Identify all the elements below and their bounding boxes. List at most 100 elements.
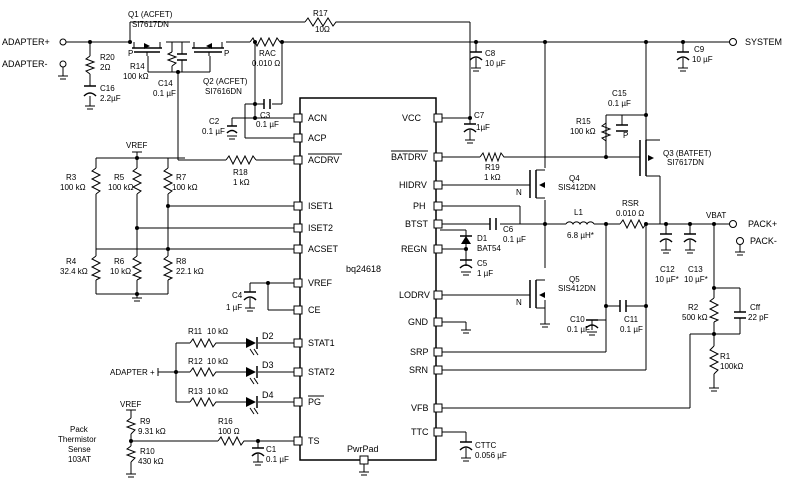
q5-mosfet: N <box>516 279 545 309</box>
pack-minus-port[interactable]: PACK- <box>735 236 777 256</box>
q2-p-letter: P <box>224 49 229 58</box>
label-c16-value: 2.2µF <box>100 94 121 103</box>
label-c13-value: 10 µF* <box>684 275 708 284</box>
label-c3: C3 <box>260 111 271 120</box>
d3-led <box>246 366 259 385</box>
ground-symbols <box>85 67 719 478</box>
label-r16: R16 <box>218 417 233 426</box>
bq24618-chip: bq24618 ACN ACP ACDRV ISET1 ISET2 ACSET … <box>293 97 443 465</box>
label-r15: R15 <box>576 117 591 126</box>
wires <box>66 21 741 474</box>
pin-vref: VREF <box>308 278 333 288</box>
label-c14: C14 <box>158 79 173 88</box>
label-c4-value: 1 µF <box>226 303 242 312</box>
vbat-label: VBAT <box>706 211 726 220</box>
label-r9-value: 9.31 kΩ <box>138 427 166 436</box>
q4-mosfet: N <box>516 169 545 199</box>
label-c2-value: 0.1 µF <box>202 127 225 136</box>
label-c9-value: 10 µF <box>692 55 713 64</box>
label-r2: R2 <box>688 303 699 312</box>
d4-led <box>246 396 259 415</box>
pin-srp: SRP <box>410 347 429 357</box>
label-r3-value: 100 kΩ <box>60 183 86 192</box>
adapter-minus-port[interactable]: ADAPTER- <box>2 59 68 80</box>
label-c15-value: 0.1 µF <box>608 99 631 108</box>
label-q4-part: SIS412DN <box>558 183 596 192</box>
label-thermistor-1: Pack <box>70 425 89 434</box>
q4-n-letter: N <box>516 188 522 197</box>
label-c8: C8 <box>485 49 496 58</box>
label-c1-value: 0.1 µF <box>266 455 289 464</box>
chip-name: bq24618 <box>346 264 381 274</box>
label-thermistor-3: Sense <box>68 445 91 454</box>
label-r7-value: 100 kΩ <box>172 183 198 192</box>
label-r6-value: 10 kΩ <box>110 267 131 276</box>
q5-n-letter: N <box>516 298 522 307</box>
label-r8: R8 <box>176 257 187 266</box>
pack-plus-port[interactable]: PACK+ VBAT <box>706 211 777 229</box>
label-c11-value: 0.1 µF <box>620 325 643 334</box>
label-c6-value: 0.1 µF <box>503 235 526 244</box>
label-c5-value: 1 µF <box>477 269 493 278</box>
pack-plus-label: PACK+ <box>748 219 777 229</box>
label-r12-value: 10 kΩ <box>207 357 228 366</box>
label-r10-value: 430 kΩ <box>138 457 164 466</box>
system-port[interactable]: SYSTEM <box>729 37 783 47</box>
adapter-plus-port[interactable]: ADAPTER+ <box>2 37 67 47</box>
label-d1-part: BAT54 <box>477 244 501 253</box>
label-r1: R1 <box>720 352 731 361</box>
q3-mosfet: P <box>623 131 660 177</box>
l1-inductor <box>565 221 595 226</box>
label-r17: R17 <box>313 9 328 18</box>
label-r19-value: 1 kΩ <box>484 173 501 182</box>
label-c9: C9 <box>694 45 705 54</box>
pin-vfb: VFB <box>411 403 429 413</box>
label-l1-value: 6.8 µH* <box>567 231 594 240</box>
label-c12: C12 <box>660 265 675 274</box>
q3-p-letter: P <box>623 131 628 140</box>
label-r10: R10 <box>140 447 155 456</box>
pin-stat1: STAT1 <box>308 338 335 348</box>
pin-batdrv: BATDRV <box>391 152 427 162</box>
label-l1: L1 <box>574 208 583 217</box>
label-r5-value: 100 kΩ <box>108 183 134 192</box>
pin-pg: PG <box>308 397 321 407</box>
pin-regn: REGN <box>401 244 427 254</box>
pin-pwrpad: PwrPad <box>347 444 379 454</box>
label-c10-value: 0.1 µF <box>567 325 590 334</box>
label-c12-value: 10 µF* <box>655 275 679 284</box>
label-r18-value: 1 kΩ <box>233 178 250 187</box>
pin-btst: BTST <box>405 219 429 229</box>
pack-minus-label: PACK- <box>750 236 777 246</box>
d1-diode <box>460 235 472 244</box>
label-r4: R4 <box>66 257 77 266</box>
pin-acn: ACN <box>308 113 327 123</box>
label-c16: C16 <box>100 84 115 93</box>
adapter-minus-label: ADAPTER- <box>2 59 48 69</box>
system-label: SYSTEM <box>745 37 782 47</box>
label-r15-value: 100 kΩ <box>570 127 596 136</box>
label-cttc: CTTC <box>475 441 497 450</box>
label-r7: R7 <box>176 173 187 182</box>
label-cttc-value: 0.056 µF <box>475 451 507 460</box>
label-r6: R6 <box>114 257 125 266</box>
label-r20: R20 <box>100 53 115 62</box>
capacitors <box>83 51 746 457</box>
label-rac-value: 0.010 Ω <box>252 59 280 68</box>
label-d4: D4 <box>262 390 274 400</box>
adapter-plus-label: ADAPTER+ <box>2 37 50 47</box>
q2-mosfet: P <box>192 42 229 58</box>
component-labels: Q1 (ACFET) SI7617DN Q2 (ACFET) SI7616DN … <box>58 9 769 466</box>
d2-led <box>246 337 259 356</box>
pin-ts: TS <box>308 436 320 446</box>
label-r4-value: 32.4 kΩ <box>60 267 88 276</box>
label-q5-part: SIS412DN <box>558 284 596 293</box>
label-c5: C5 <box>477 259 488 268</box>
label-cff-value: 22 pF <box>748 313 769 322</box>
q1-p-letter: P <box>128 49 133 58</box>
junction-dots <box>88 40 716 443</box>
pin-ph: PH <box>413 201 426 211</box>
label-c8-value: 10 µF <box>485 59 506 68</box>
label-c3-value: 0.1 µF <box>256 120 279 129</box>
